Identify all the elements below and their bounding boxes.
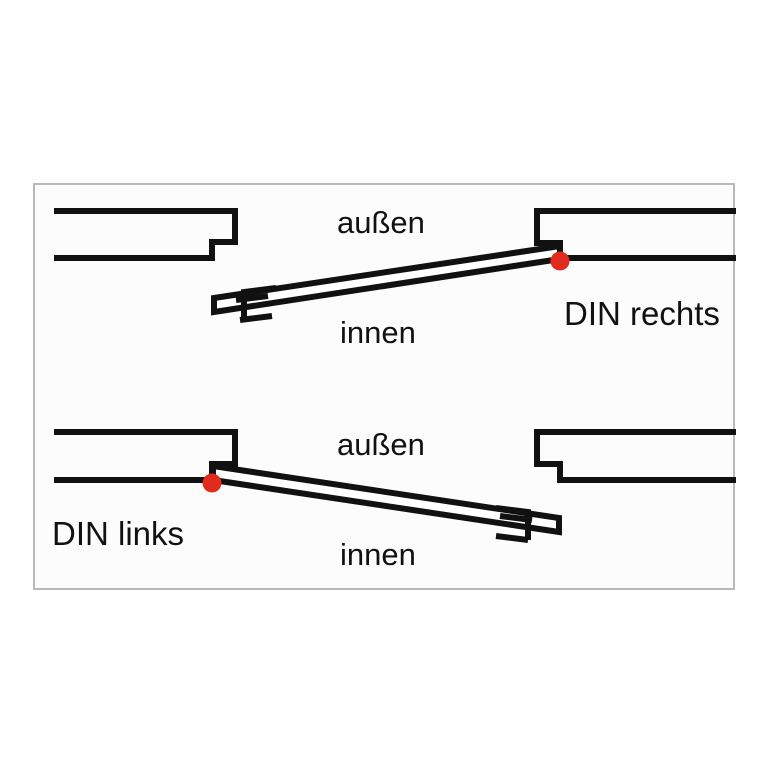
- wall-right-top: [534, 208, 736, 261]
- label-din-rechts: DIN rechts: [564, 295, 720, 332]
- label-outside-top: außen: [337, 205, 425, 240]
- hinge-point-top: [550, 251, 570, 271]
- wall-left-bottom: [54, 429, 238, 483]
- label-inside-top: innen: [340, 315, 416, 350]
- label-inside-bottom: innen: [340, 537, 416, 572]
- wall-left-top: [54, 208, 238, 261]
- door-handle-bottom: [495, 505, 533, 543]
- diagram-din-links: außen innen DIN links: [52, 427, 736, 572]
- diagram-din-rechts: außen innen DIN rechts: [54, 205, 736, 350]
- hinge-point-bottom: [202, 473, 222, 493]
- door-handle-top: [235, 285, 277, 323]
- label-outside-bottom: außen: [337, 427, 425, 462]
- diagram-panel-border: [33, 183, 735, 590]
- label-din-links: DIN links: [52, 515, 184, 552]
- wall-right-bottom: [534, 429, 736, 483]
